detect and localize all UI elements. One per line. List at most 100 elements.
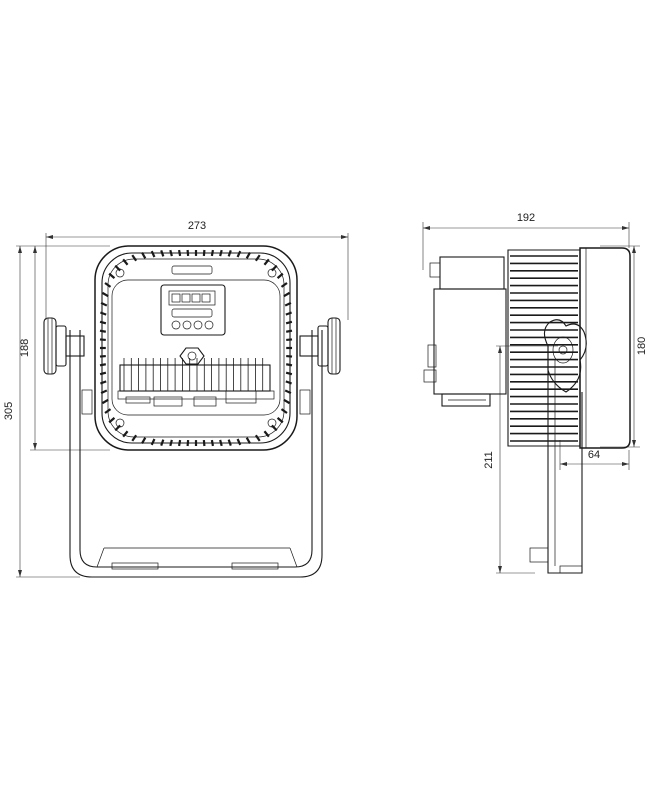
- cable-gland: [179, 347, 205, 365]
- fin-tooth: [99, 320, 107, 325]
- right-knob: [299, 317, 341, 375]
- fin-tooth: [285, 371, 293, 376]
- fin-tooth: [99, 338, 106, 342]
- fin-tooth: [283, 398, 291, 405]
- side-yoke: [529, 319, 587, 574]
- dim-label-64: 64: [588, 449, 600, 461]
- fin-tooth: [202, 249, 206, 257]
- cooling-fins: [99, 249, 293, 447]
- enter-button-icon: [204, 320, 214, 330]
- side-rear-body: [423, 256, 507, 407]
- fin-tooth: [99, 371, 107, 376]
- dim-label-273: 273: [188, 220, 206, 232]
- fin-tooth: [271, 264, 278, 272]
- fin-tooth: [284, 301, 292, 307]
- dim-label-180: 180: [636, 337, 648, 355]
- fin-tooth: [286, 338, 293, 342]
- fin-tooth: [254, 434, 261, 442]
- down-button-icon: [182, 320, 192, 330]
- left-knob: [43, 317, 85, 375]
- fin-tooth: [285, 311, 292, 316]
- fin-tooth: [285, 329, 293, 333]
- fin-tooth: [177, 439, 182, 447]
- fin-tooth: [219, 249, 223, 257]
- fin-tooth: [285, 363, 293, 367]
- fin-tooth: [280, 408, 288, 414]
- fin-tooth: [100, 311, 107, 316]
- fin-tooth: [219, 439, 223, 447]
- dim-front-width: 273: [45, 220, 349, 320]
- fin-tooth: [104, 282, 112, 288]
- fin-tooth: [271, 424, 278, 432]
- fin-tooth: [99, 363, 107, 367]
- yoke-bracket: [69, 330, 323, 578]
- fin-tooth: [263, 430, 270, 438]
- segment-digits: [171, 293, 211, 303]
- fin-tooth: [108, 272, 116, 279]
- fin-tooth: [285, 380, 292, 385]
- fin-tooth: [286, 354, 293, 358]
- fin-tooth: [284, 389, 292, 395]
- dim-side-depth: 192: [422, 212, 630, 270]
- bottom-connectors: [117, 390, 275, 407]
- dim-label-305: 305: [3, 402, 15, 420]
- dim-label-188: 188: [19, 339, 31, 357]
- fin-tooth: [227, 250, 232, 257]
- fin-tooth: [150, 438, 156, 446]
- fin-tooth: [100, 389, 108, 395]
- dim-front-head-height: 188: [19, 246, 110, 451]
- fin-tooth: [104, 408, 112, 414]
- fin-tooth: [227, 439, 232, 446]
- fin-tooth: [101, 398, 109, 405]
- fin-tooth: [236, 438, 242, 446]
- fin-tooth: [280, 282, 288, 288]
- fin-tooth: [186, 439, 190, 447]
- fin-tooth: [245, 251, 251, 259]
- fin-tooth: [236, 250, 242, 258]
- fin-tooth: [131, 434, 138, 442]
- fin-tooth: [122, 430, 129, 438]
- fin-tooth: [150, 250, 156, 258]
- fin-tooth: [114, 264, 121, 272]
- head-housing: [94, 245, 298, 451]
- fin-tooth: [99, 329, 107, 333]
- dim-label-211: 211: [483, 451, 495, 469]
- fin-tooth: [210, 439, 215, 447]
- heatsink-fins-front: [119, 358, 271, 392]
- fin-tooth: [100, 301, 108, 307]
- side-view: 192 180 211 64: [422, 212, 648, 574]
- control-panel: [160, 284, 226, 336]
- fin-tooth: [141, 437, 147, 445]
- fin-tooth: [283, 291, 291, 298]
- fin-tooth: [276, 417, 284, 424]
- fin-tooth: [263, 258, 270, 266]
- fin-tooth: [169, 439, 173, 447]
- fin-tooth: [285, 320, 293, 325]
- fin-tooth: [169, 249, 173, 257]
- fin-tooth: [131, 254, 138, 262]
- side-knob-icon: [543, 319, 587, 393]
- fin-tooth: [186, 249, 190, 257]
- fin-tooth: [114, 424, 121, 432]
- dim-side-bracket-offset: 64: [559, 440, 630, 470]
- fin-tooth: [160, 250, 165, 257]
- up-button-icon: [193, 320, 203, 330]
- dim-front-total-height: 305: [3, 245, 110, 578]
- fin-tooth: [108, 417, 116, 424]
- fin-tooth: [160, 439, 165, 446]
- fin-tooth: [177, 249, 182, 257]
- fin-tooth: [99, 354, 106, 358]
- fin-tooth: [254, 254, 261, 262]
- fin-tooth: [100, 380, 107, 385]
- fin-tooth: [141, 251, 147, 259]
- segment-display: [168, 290, 216, 306]
- dim-side-head-height: 180: [600, 245, 648, 448]
- fin-tooth: [122, 258, 129, 266]
- side-front-bezel: [579, 247, 631, 449]
- menu-button-icon: [171, 320, 181, 330]
- front-view: 273 305 188: [3, 220, 349, 578]
- fin-tooth: [210, 249, 215, 257]
- heatsink-fins-side: [507, 249, 581, 447]
- dim-label-192: 192: [517, 212, 535, 224]
